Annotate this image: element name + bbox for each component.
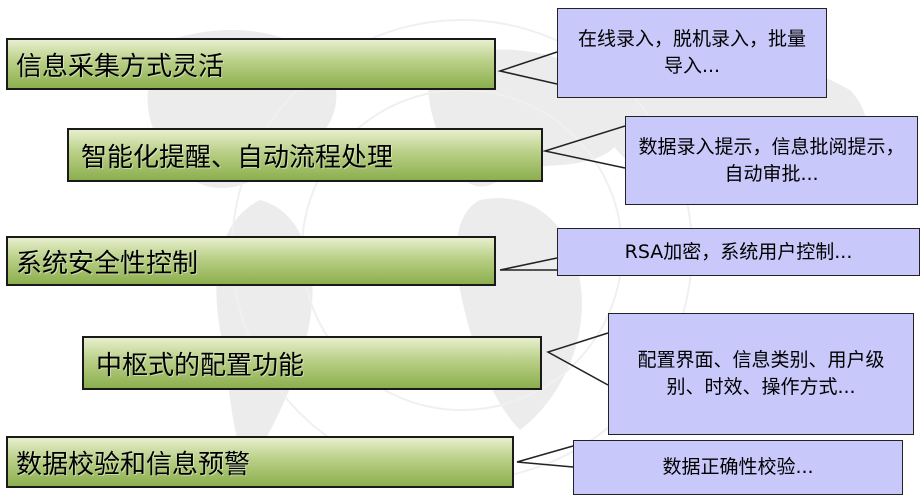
feature-box-central-config: 中枢式的配置功能 (82, 336, 542, 390)
feature-label: 数据校验和信息预警 (16, 449, 251, 480)
callout-text: 在线录入，脱机录入，批量导入... (577, 28, 806, 77)
feature-label: 智能化提醒、自动流程处理 (81, 142, 394, 173)
feature-label: 中枢式的配置功能 (96, 350, 305, 381)
callout-text: 数据录入提示，信息批阅提示，自动审批... (638, 135, 905, 185)
callout-text: 数据正确性校验... (662, 456, 814, 478)
callout-config-details: 配置界面、信息类别、用户级别、时效、操作方式... (608, 313, 914, 435)
feature-label: 系统安全性控制 (16, 248, 199, 279)
callout-text: 配置界面、信息类别、用户级别、时效、操作方式... (637, 349, 885, 398)
feature-box-smart-reminder: 智能化提醒、自动流程处理 (67, 128, 543, 182)
feature-box-data-validation: 数据校验和信息预警 (6, 436, 514, 488)
callout-text: RSA加密，系统用户控制... (624, 240, 853, 263)
feature-box-flexible-collection: 信息采集方式灵活 (6, 38, 496, 90)
callout-validation-details: 数据正确性校验... (573, 440, 903, 495)
callout-security-details: RSA加密，系统用户控制... (557, 228, 920, 276)
feature-box-security-control: 系统安全性控制 (6, 236, 496, 286)
callout-reminder-details: 数据录入提示，信息批阅提示，自动审批... (625, 116, 918, 205)
callout-collection-methods: 在线录入，脱机录入，批量导入... (557, 8, 827, 98)
feature-label: 信息采集方式灵活 (16, 51, 225, 82)
